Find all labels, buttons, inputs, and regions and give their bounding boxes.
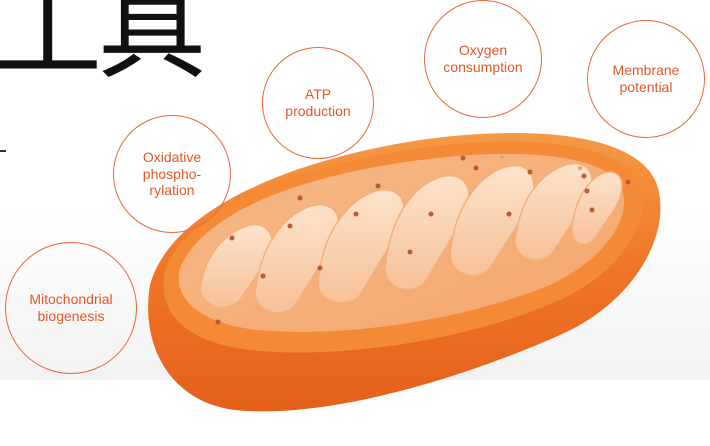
label-text: Membrane potential — [613, 62, 680, 96]
label-text: ATP production — [285, 86, 350, 120]
label-mitochondrial-biogenesis: Mitochondrial biogenesis — [5, 242, 137, 374]
label-oxidative-phosphorylation: Oxidative phospho- rylation — [113, 115, 231, 233]
label-membrane-potential: Membrane potential — [587, 20, 705, 138]
label-oxygen-consumption: Oxygen consumption — [424, 0, 542, 118]
label-text: Mitochondrial biogenesis — [29, 291, 112, 325]
label-text: Oxidative phospho- rylation — [143, 149, 201, 199]
label-text: Oxygen consumption — [443, 42, 522, 76]
label-atp-production: ATP production — [262, 47, 374, 159]
